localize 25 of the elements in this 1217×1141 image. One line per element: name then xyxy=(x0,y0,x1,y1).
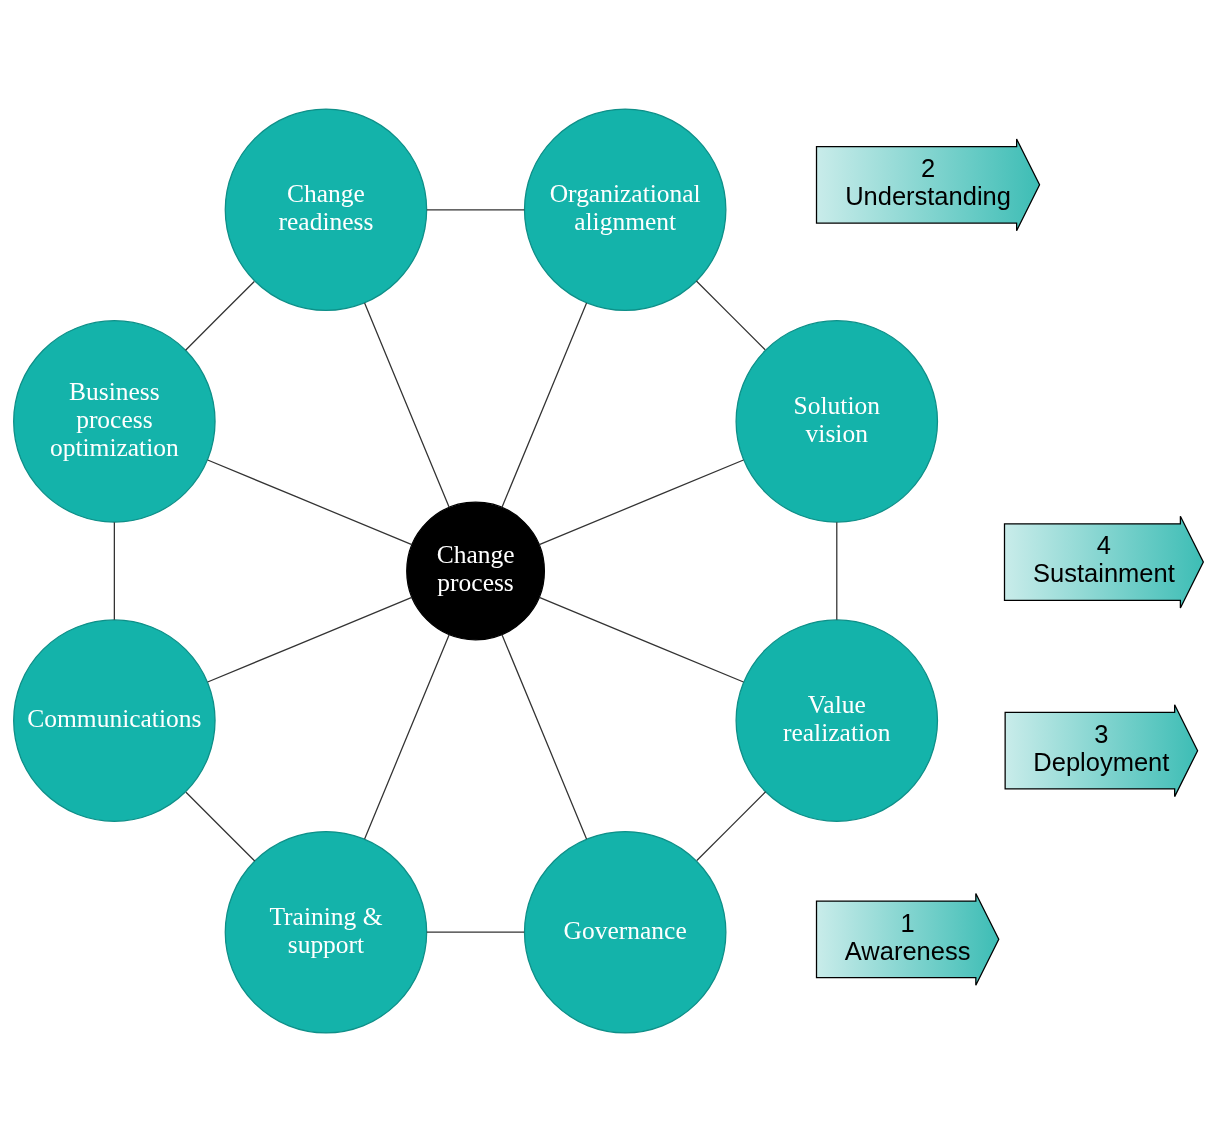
connector xyxy=(696,790,767,861)
connector xyxy=(501,301,588,508)
node-circle: Change readiness xyxy=(224,107,428,311)
connector xyxy=(185,791,256,862)
node-circle: Training & support xyxy=(224,830,428,1034)
connector xyxy=(501,633,588,840)
connector xyxy=(538,458,745,545)
connector xyxy=(836,521,838,620)
node-circle: Organizational alignment xyxy=(523,107,727,311)
connector xyxy=(538,596,745,683)
node-circle: Business process optimization xyxy=(13,319,216,523)
connector xyxy=(426,931,525,933)
connector xyxy=(207,596,413,683)
connector xyxy=(184,280,255,351)
connector xyxy=(113,521,115,620)
node-circle: Value realization xyxy=(735,618,939,822)
connector xyxy=(207,458,413,545)
node-circle: Solution vision xyxy=(735,319,939,523)
connector xyxy=(363,633,450,840)
node-circle: Communications xyxy=(13,618,216,822)
connector xyxy=(695,279,766,350)
node-circle: Change process xyxy=(406,501,546,640)
connector xyxy=(426,208,525,210)
node-circle: Governance xyxy=(523,830,727,1034)
connector xyxy=(363,301,450,508)
